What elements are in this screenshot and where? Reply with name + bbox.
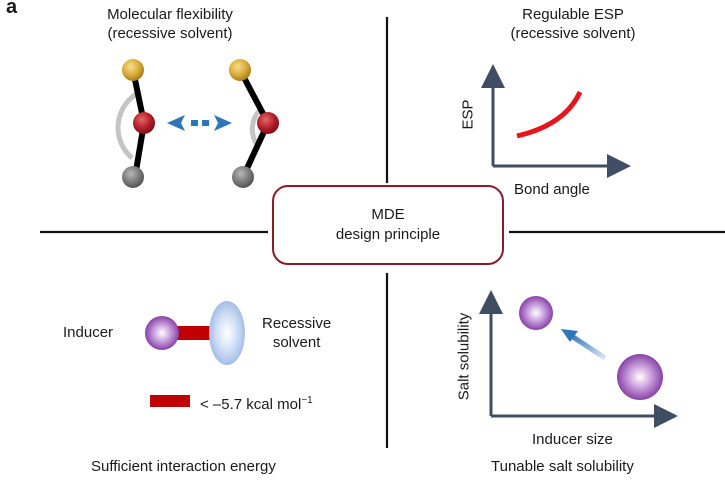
legend-bond-swatch bbox=[150, 395, 190, 407]
regulable-esp-title: Regulable ESP (recessive solvent) bbox=[478, 5, 668, 43]
tunable-salt-caption: Tunable salt solubility bbox=[491, 458, 634, 475]
double-arrow-icon bbox=[167, 115, 232, 131]
inducer-size-x-label: Inducer size bbox=[532, 431, 613, 448]
interaction-bond bbox=[175, 326, 210, 340]
title-line-1: Regulable ESP bbox=[522, 6, 624, 23]
center-line-2: design principle bbox=[335, 226, 441, 243]
esp-y-label: ESP bbox=[459, 99, 477, 130]
panel-label: a bbox=[6, 0, 18, 18]
energy-legend-text: < –5.7 kcal mol−1 bbox=[200, 391, 313, 414]
interaction-diagram bbox=[145, 301, 245, 407]
bond-angle-x-label: Bond angle bbox=[514, 181, 590, 198]
title-line-2: (recessive solvent) bbox=[510, 25, 636, 42]
solubility-plot bbox=[479, 290, 678, 428]
title-line-2: (recessive solvent) bbox=[107, 25, 233, 42]
esp-curve bbox=[516, 90, 583, 139]
salt-solubility-y-label: Salt solubility bbox=[455, 312, 473, 401]
small-inducer-sphere bbox=[519, 296, 553, 330]
title-line-1: Molecular flexibility bbox=[107, 6, 233, 23]
molecular-flexibility-title: Molecular flexibility (recessive solvent… bbox=[80, 5, 260, 43]
legend-superscript: −1 bbox=[301, 395, 313, 406]
inducer-sphere bbox=[145, 316, 179, 350]
trend-arrow-icon bbox=[561, 329, 578, 342]
inducer-label: Inducer bbox=[63, 324, 114, 341]
center-line-1: MDE bbox=[371, 206, 405, 223]
recessive-solvent-label: Recessive solvent bbox=[262, 314, 331, 352]
molecule-straight bbox=[115, 59, 155, 188]
solvent-ellipsoid bbox=[209, 301, 245, 365]
label-line-2: solvent bbox=[272, 334, 321, 351]
esp-plot bbox=[481, 64, 631, 178]
legend-value: < –5.7 kcal mol bbox=[200, 396, 302, 413]
molecule-bent bbox=[229, 59, 279, 188]
mde-design-principle-box: MDE design principle bbox=[272, 185, 504, 265]
sufficient-interaction-caption: Sufficient interaction energy bbox=[91, 458, 276, 475]
label-line-1: Recessive bbox=[262, 315, 332, 332]
large-inducer-sphere bbox=[617, 354, 663, 400]
